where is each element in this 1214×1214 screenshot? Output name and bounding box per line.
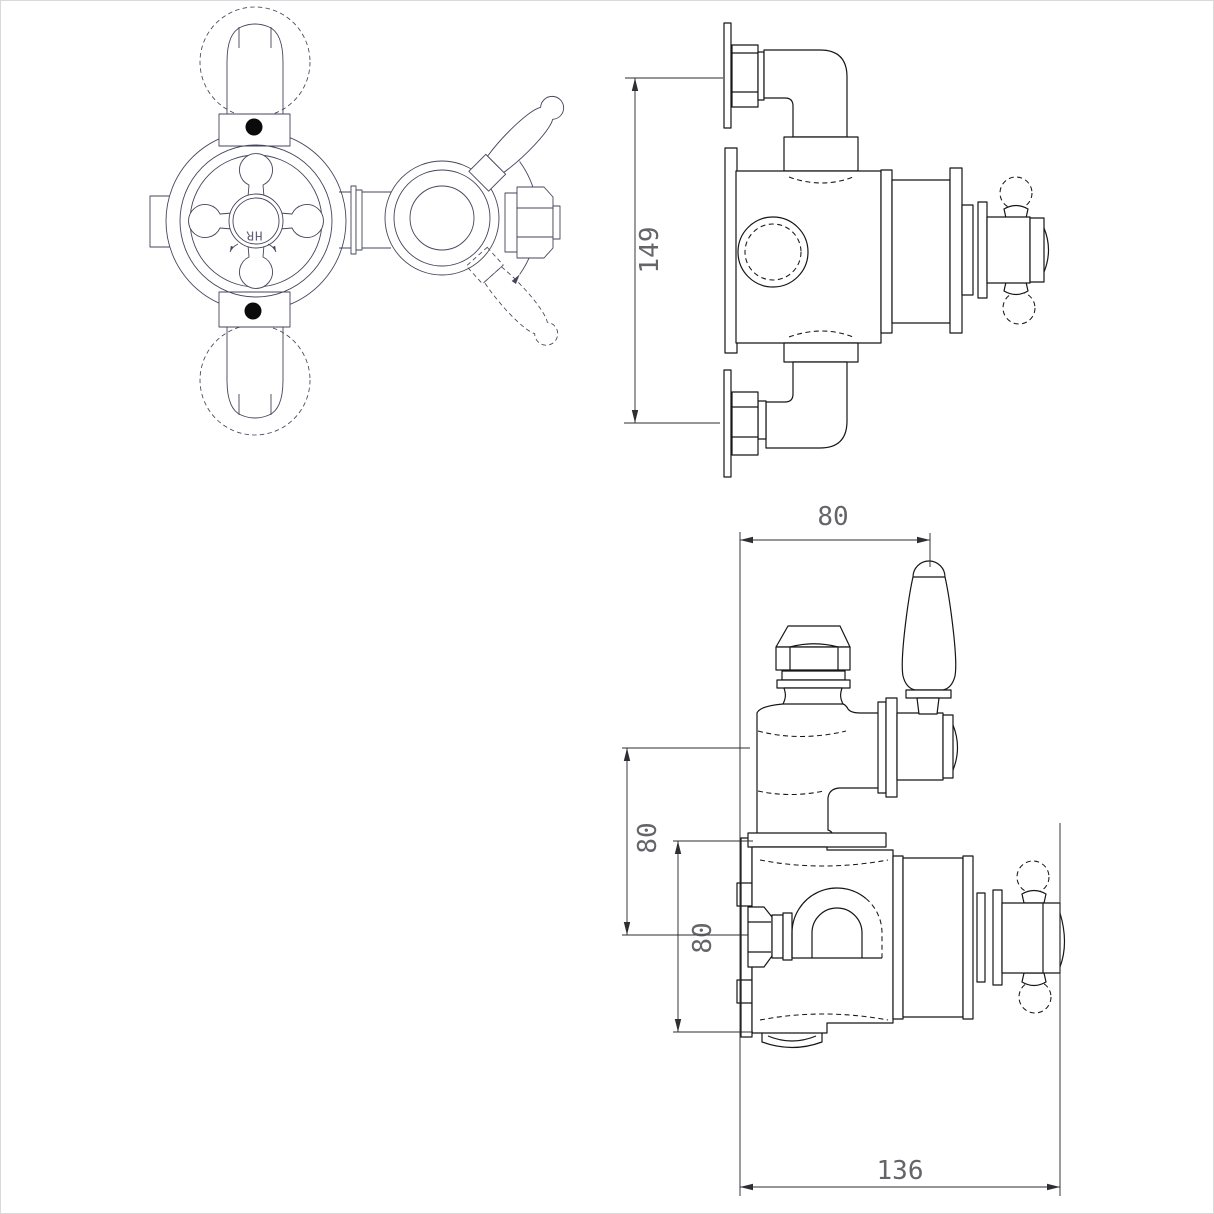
cartridge-side	[880, 167, 1050, 334]
body-top-flange	[747, 832, 887, 848]
cartridge-front	[892, 855, 1066, 1020]
wall-bracket-top	[218, 113, 291, 147]
u-bend-pipe	[791, 887, 883, 959]
handle-ball-top	[999, 176, 1033, 210]
dimension-80-left-outer: 80	[622, 747, 750, 936]
lever-handle-front	[901, 560, 957, 691]
cross-handle-hub-front	[1001, 902, 1061, 974]
dimension-136: 136	[740, 823, 1061, 1196]
cartridge-cylinder-front	[902, 857, 964, 1018]
union-nut-bottom	[731, 391, 759, 456]
inlet-union	[747, 906, 793, 968]
diverter-lever-valve	[877, 560, 959, 798]
dim-text-80-inner: 80	[688, 922, 718, 953]
lever-valve-cylinder	[896, 712, 944, 781]
diverter-head	[775, 625, 851, 705]
handle-backplate	[977, 201, 988, 299]
valve-body-side	[735, 170, 882, 344]
dimension-80-top: 80	[739, 502, 931, 1196]
dim-text-80-outer: 80	[633, 822, 663, 853]
top-union-elbow	[731, 44, 859, 172]
handle-ball-bottom	[1002, 291, 1036, 325]
hex-outlet-adapter	[504, 186, 561, 259]
bottom-union-elbow	[731, 342, 859, 456]
diverter-valve-top	[384, 160, 500, 276]
handle-hub-mark: HR	[245, 229, 262, 244]
outlet-stub	[761, 1033, 823, 1049]
dimension-80-left-inner: 80	[673, 840, 753, 1033]
dim-text-149: 149	[635, 227, 665, 274]
elbow-bottom	[765, 361, 848, 449]
dimension-149: 149	[624, 77, 723, 424]
wall-bracket-bottom	[218, 291, 291, 328]
wall-plate-edge	[723, 22, 738, 478]
dim-text-136: 136	[877, 1156, 924, 1186]
diverter-hex-cap	[775, 646, 851, 671]
lever-handle-alt-dashed	[465, 246, 559, 346]
handle-ball-top-front	[1016, 860, 1050, 894]
union-nut-top	[731, 44, 759, 108]
bottom-pipe-connection	[199, 324, 311, 436]
mounting-plate-edge	[724, 147, 738, 354]
handle-backplate-front	[992, 889, 1003, 986]
handle-ball-bottom-front	[1018, 980, 1052, 1014]
plan-view: HR	[149, 6, 565, 436]
lever-valve-dome	[952, 724, 959, 771]
mounting-screw-top	[245, 118, 263, 136]
connecting-pipe	[339, 185, 391, 255]
dim-text-80-top: 80	[817, 502, 848, 532]
cartridge-cylinder	[891, 179, 951, 324]
handle-dome-front	[1059, 912, 1066, 968]
front-view: 80 80 80 136	[622, 502, 1066, 1196]
lever-handle-top	[468, 95, 565, 192]
cross-handle-hub-side	[986, 216, 1031, 284]
top-pipe-connection	[199, 6, 311, 118]
handle-hub	[228, 193, 284, 249]
inlet-hex-nut	[747, 906, 773, 968]
center-boss	[737, 216, 809, 288]
side-view: 149	[624, 22, 1050, 478]
elbow-top	[763, 49, 848, 138]
diverter-column	[756, 703, 878, 834]
mounting-screw-bottom	[244, 302, 262, 320]
arc-arrowhead-down	[511, 272, 522, 285]
handle-dome	[1043, 227, 1050, 273]
crosshead-handle: HR	[179, 144, 333, 298]
